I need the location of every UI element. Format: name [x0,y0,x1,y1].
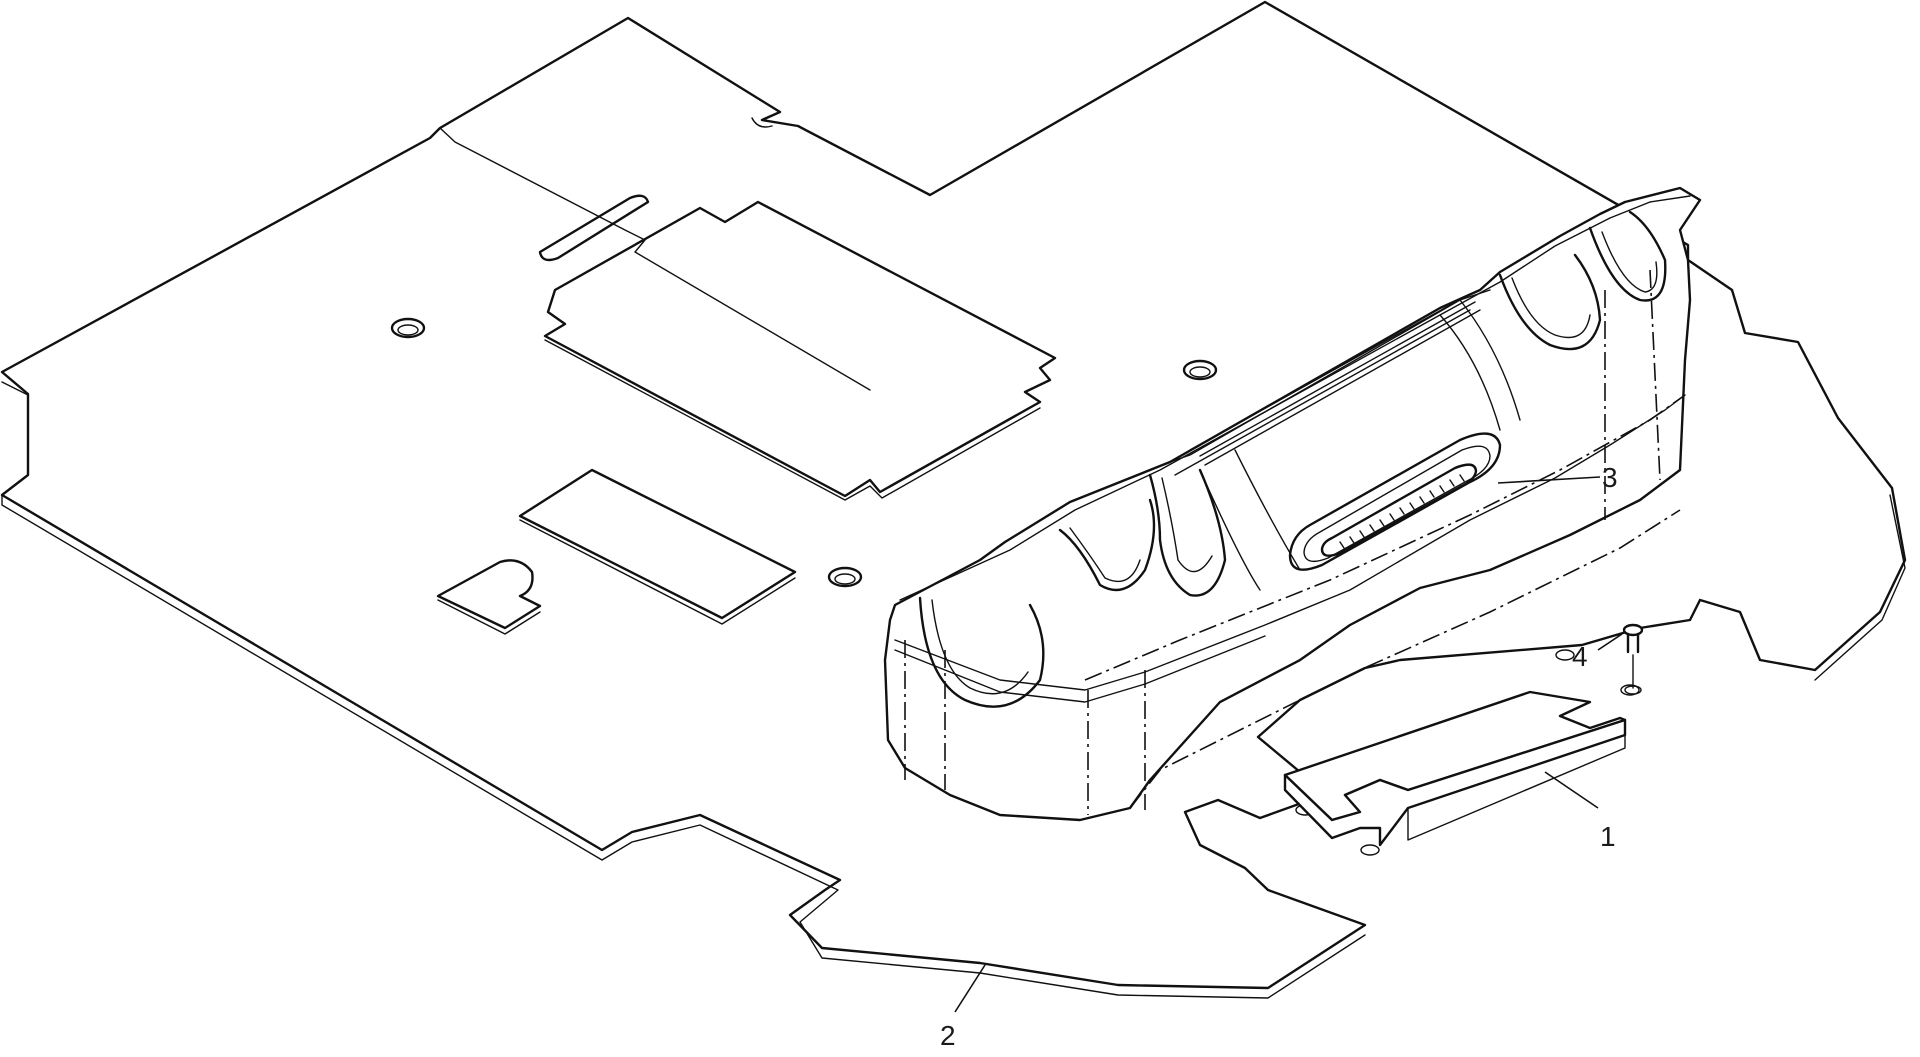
hole-lower-inner [834,573,856,585]
cover-ridge-lines [1189,293,1481,466]
leader-2 [954,964,986,1013]
scoop-right-1-inner [1511,277,1591,339]
callout-2: 2 [940,1020,956,1051]
scoop-left-2 [1058,498,1156,592]
molded-cover [883,186,1702,822]
large-notched-cutout-edge [544,339,1041,501]
cover-ridge [1169,289,1521,591]
scoop-right-1 [1498,253,1602,351]
pad [1283,690,1627,847]
callout-1: 1 [1600,821,1616,852]
connector-mid [1303,445,1491,563]
pad-top [1283,690,1627,822]
hole-small-b [1360,844,1380,856]
callout-3: 3 [1602,462,1618,493]
hole-center-inner [1189,366,1211,378]
pad-edge [1407,734,1626,841]
scoop-mid-inner [1161,477,1213,573]
leader-1 [1544,771,1599,809]
base-mat-inner-edge [1,381,1906,999]
hook-cutout-edge [437,599,541,635]
leader-4 [1597,633,1623,651]
connector-teeth [1339,474,1465,549]
hole-left-inner [397,324,419,336]
hole-small-d [1620,684,1640,696]
screw [1622,623,1644,695]
base-mat [0,0,1907,999]
hook-cutout [436,559,542,630]
flap-notch [439,117,871,391]
scoop-right-2 [1588,210,1667,302]
base-mat-outline [0,0,1907,990]
callout-4: 4 [1572,641,1588,672]
screw-shank [1626,632,1640,654]
cover-top-rim [899,195,1691,601]
callouts: 1 2 3 4 [940,462,1623,1051]
cover-phantom-right-b [1649,269,1661,481]
hole-lower [827,566,863,588]
top-slot [538,194,650,262]
connector-inner [1320,463,1478,557]
cover-phantom-bottom [1129,509,1681,809]
hole-small-c [1555,649,1575,661]
small-rect-cutout-edge [519,519,796,625]
large-notched-cutout [543,200,1057,498]
cover-front-belt-2 [894,635,1266,703]
hole-left [390,317,426,339]
leader-3 [1497,476,1601,484]
scoop-left-1 [918,596,1045,708]
cover-front-belt [894,394,1686,691]
scoop-left-2-inner [1069,527,1141,583]
connector-grip [1288,432,1502,571]
hole-center [1182,359,1218,381]
cover-body [883,186,1702,822]
screw-head [1622,623,1644,637]
screw-hole [1624,685,1642,695]
scoop-left-1-inner [931,599,1029,695]
scoop-right-2-inner [1601,231,1658,293]
scoop-mid [1148,468,1227,597]
small-rect-cutout [518,468,797,620]
